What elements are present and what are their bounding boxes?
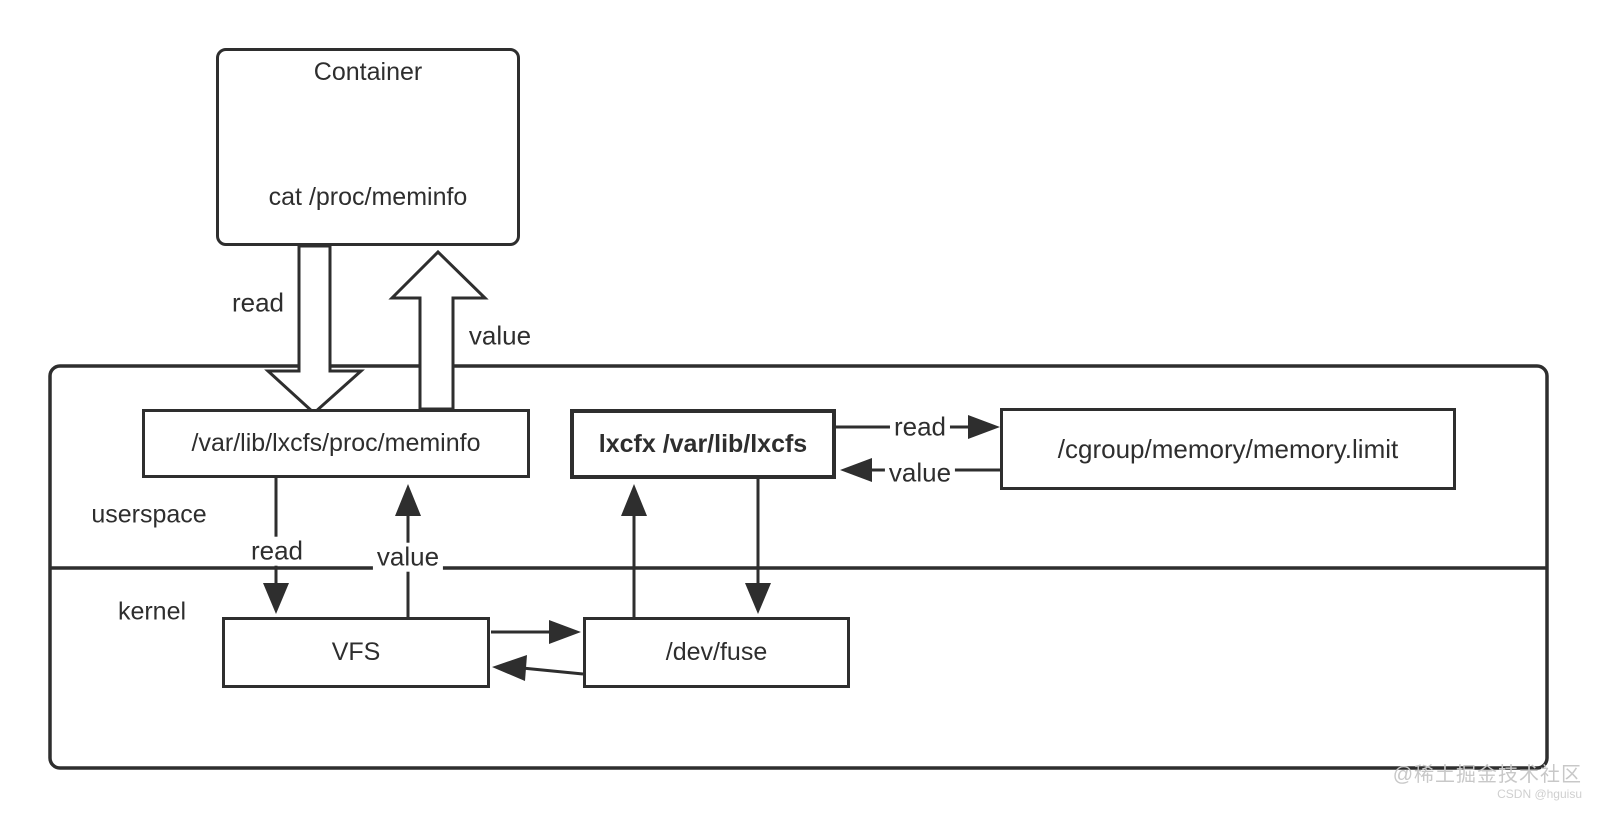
fuse-to-lxcfs-arrowhead: [621, 484, 647, 516]
lxcfs-box: lxcfx /var/lib/lxcfs: [570, 409, 836, 479]
container-read-label: read: [231, 287, 285, 318]
meminfo-vfs-read-label: read: [246, 537, 308, 566]
kernel-region-label: kernel: [117, 597, 187, 626]
fuse-to-vfs-arrowhead: [492, 655, 527, 681]
meminfo-vfs-value-label: value: [372, 543, 444, 572]
fuse-to-vfs-line: [521, 666, 584, 676]
container-box-title: Container: [313, 58, 423, 86]
container-box: Container cat /proc/meminfo: [216, 48, 520, 246]
lxcfs-to-cgroup-read-arrowhead: [968, 415, 1000, 439]
cgroup-box-label: /cgroup/memory/memory.limit: [1057, 433, 1399, 464]
meminfo-box-label: /var/lib/lxcfs/proc/meminfo: [191, 429, 481, 457]
vfs-box-label: VFS: [331, 638, 381, 666]
watermark-csdn-text: CSDN @hguisu: [1497, 787, 1582, 801]
read-block-arrow-down: [264, 244, 365, 416]
vfs-to-meminfo-value-arrowhead: [395, 484, 421, 516]
container-value-label: value: [468, 320, 532, 351]
userspace-region-label: userspace: [91, 500, 207, 529]
vfs-to-fuse-arrowhead: [549, 620, 581, 644]
lxcfs-box-label: lxcfx /var/lib/lxcfs: [598, 429, 808, 458]
cgroup-box: /cgroup/memory/memory.limit: [1000, 408, 1456, 490]
cgroup-to-lxcfs-value-arrowhead: [840, 458, 872, 482]
container-command-text: cat /proc/meminfo: [268, 183, 468, 211]
meminfo-to-vfs-read-arrowhead: [263, 583, 289, 614]
watermark-community-text: @稀土掘金技术社区: [1392, 764, 1582, 786]
meminfo-box: /var/lib/lxcfs/proc/meminfo: [142, 409, 530, 478]
watermark: @稀土掘金技术社区 CSDN @hguisu: [1393, 763, 1582, 801]
vfs-box: VFS: [222, 617, 490, 688]
lxcfs-to-fuse-arrowhead: [745, 583, 771, 614]
value-block-arrow-up: [388, 249, 489, 411]
lxcfs-cgroup-value-label: value: [884, 459, 956, 488]
lxcfs-cgroup-read-label: read: [889, 413, 951, 442]
fuse-box: /dev/fuse: [583, 617, 850, 688]
fuse-box-label: /dev/fuse: [665, 638, 768, 666]
